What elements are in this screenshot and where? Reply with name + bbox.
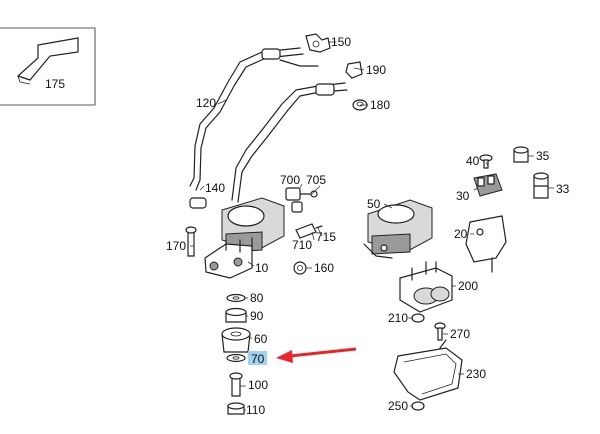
- label-230[interactable]: 230: [466, 367, 486, 381]
- compressor-50: [363, 199, 433, 259]
- label-30[interactable]: 30: [456, 189, 470, 203]
- selected-part-highlight: [248, 351, 267, 365]
- valve-33: [533, 172, 549, 199]
- label-140[interactable]: 140: [205, 181, 225, 195]
- mount-60: [221, 327, 251, 353]
- label-10[interactable]: 10: [255, 261, 269, 275]
- label-270[interactable]: 270: [450, 327, 470, 341]
- unit-200: [399, 261, 453, 313]
- clip-190: [345, 61, 363, 79]
- label-210[interactable]: 210: [388, 311, 408, 325]
- sleeve-100: [229, 372, 243, 397]
- fitting-710: [295, 223, 323, 239]
- leader-lines: [190, 41, 554, 411]
- relay-30: [473, 173, 503, 197]
- label-50[interactable]: 50: [367, 197, 381, 211]
- bolt-40: [479, 154, 493, 169]
- label-250[interactable]: 250: [388, 399, 408, 413]
- label-170[interactable]: 170: [166, 239, 186, 253]
- label-20[interactable]: 20: [454, 227, 468, 241]
- compressor-10: [204, 197, 285, 279]
- label-710[interactable]: 710: [292, 238, 312, 252]
- inset-175: [0, 27, 96, 106]
- nut-250: [411, 401, 425, 411]
- washer-70: [226, 353, 246, 363]
- nut-160: [293, 261, 307, 275]
- line-140: [189, 82, 348, 209]
- pointer-arrow: [276, 347, 357, 363]
- nut-210: [411, 313, 425, 323]
- label-100[interactable]: 100: [248, 378, 268, 392]
- tray-230: [393, 339, 463, 401]
- label-110[interactable]: 110: [246, 403, 265, 417]
- screw-270: [434, 322, 446, 341]
- label-90[interactable]: 90: [250, 309, 264, 323]
- label-150[interactable]: 150: [331, 35, 351, 49]
- label-33[interactable]: 33: [556, 182, 570, 196]
- nut-110: [227, 402, 245, 415]
- label-120[interactable]: 120: [196, 96, 216, 110]
- label-70[interactable]: 70: [251, 352, 265, 366]
- label-715[interactable]: 715: [316, 230, 336, 244]
- bushing-90: [225, 307, 247, 323]
- part-labels: 175 150 190 120 180 40 35 33 30 140 700 …: [45, 35, 570, 417]
- label-160[interactable]: 160: [314, 261, 334, 275]
- label-180[interactable]: 180: [370, 98, 390, 112]
- label-700[interactable]: 700: [280, 173, 300, 187]
- relay-700: [285, 187, 318, 201]
- label-60[interactable]: 60: [254, 332, 268, 346]
- label-200[interactable]: 200: [458, 279, 478, 293]
- label-40[interactable]: 40: [466, 154, 480, 168]
- label-190[interactable]: 190: [366, 63, 386, 77]
- cap-35: [513, 146, 529, 163]
- washer-80: [226, 293, 246, 303]
- label-35[interactable]: 35: [536, 149, 550, 163]
- bolt-170: [185, 226, 197, 257]
- label-705[interactable]: 705: [306, 173, 326, 187]
- filter-705: [291, 201, 303, 213]
- label-80[interactable]: 80: [250, 291, 264, 305]
- bracket-20: [465, 215, 507, 273]
- label-175[interactable]: 175: [45, 77, 65, 91]
- line-120: [189, 47, 319, 191]
- clip-150: [305, 33, 331, 53]
